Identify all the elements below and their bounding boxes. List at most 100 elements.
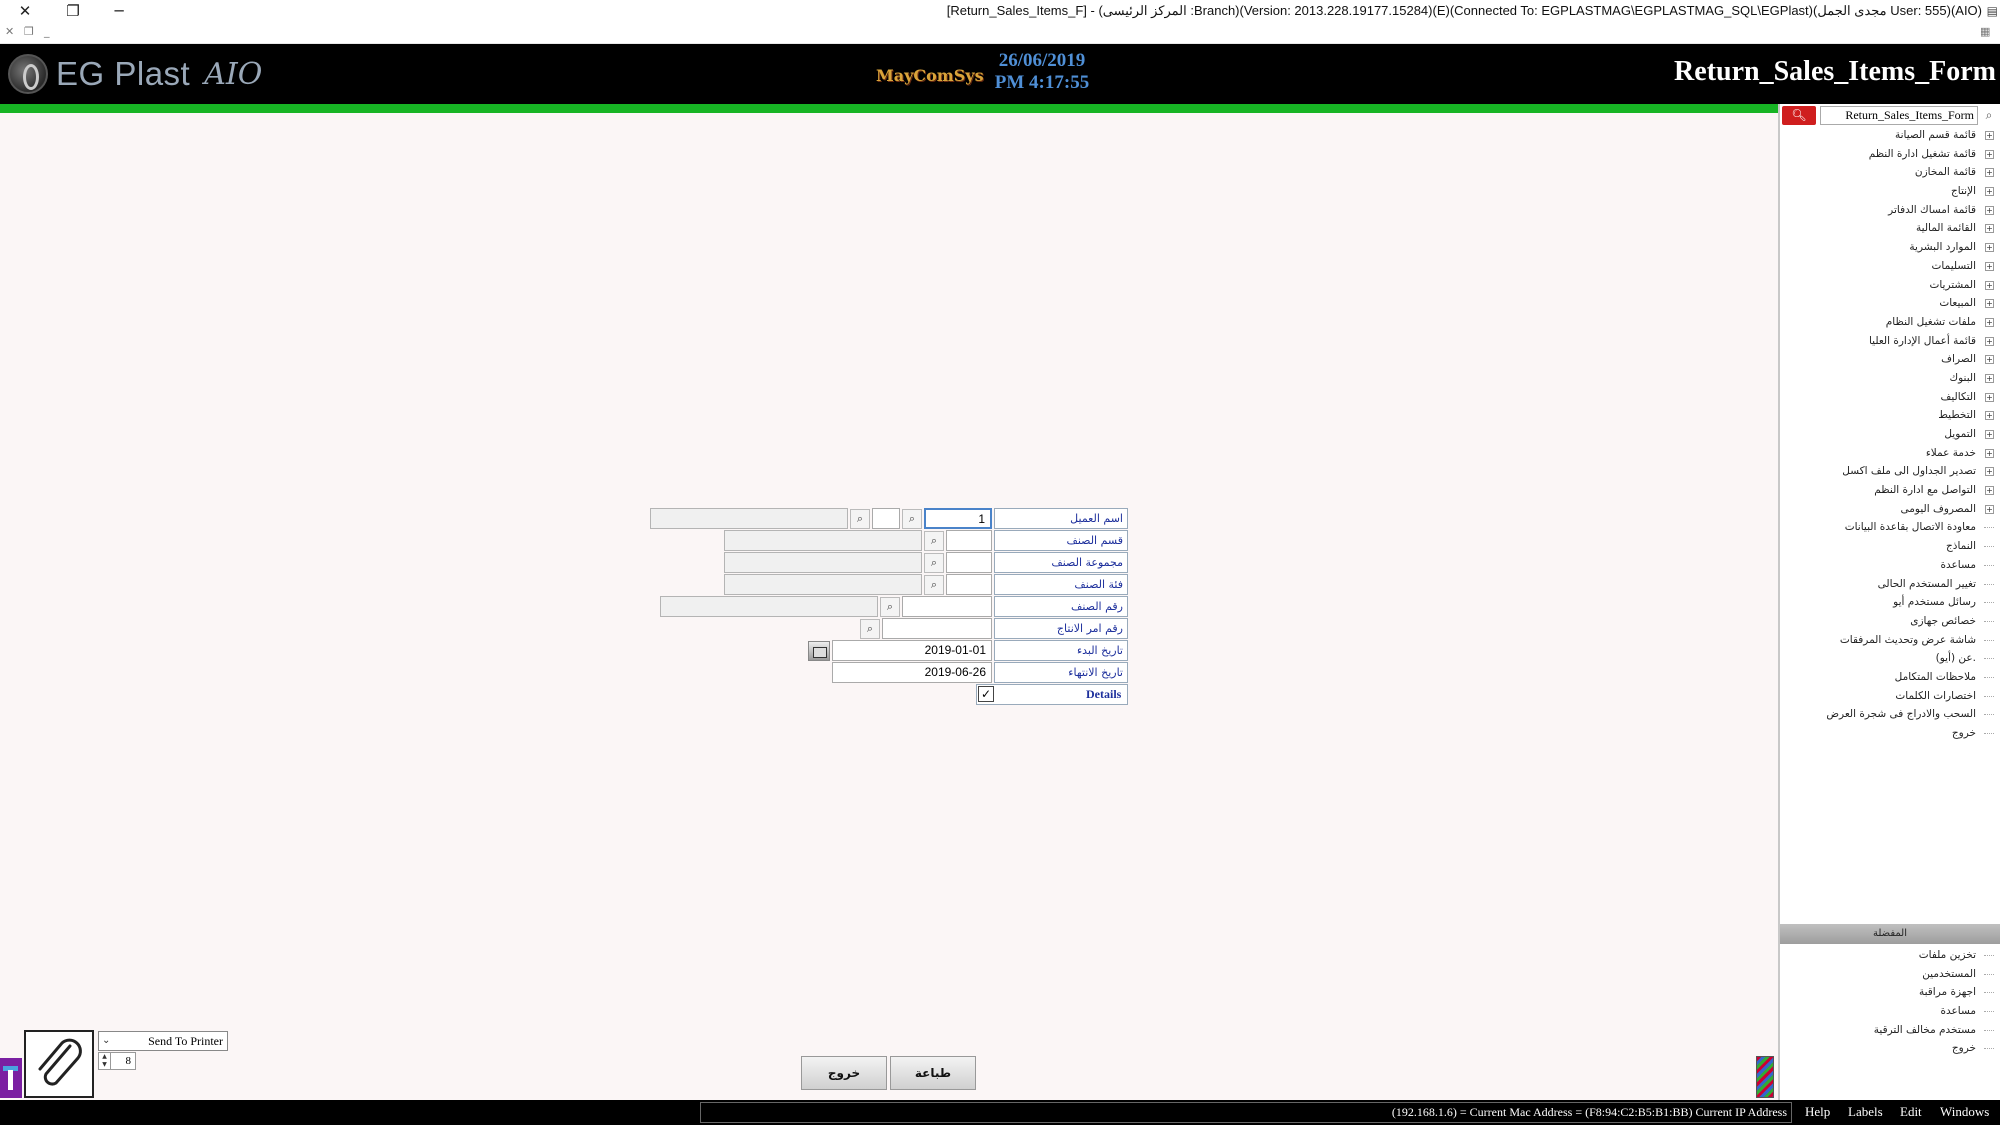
menu-tree-item[interactable]: السحب والادراج فى شجرة العرض xyxy=(1780,705,1998,724)
menu-tree-item[interactable]: الصراف+ xyxy=(1780,350,1998,369)
copies-stepper[interactable]: ▲▼ 8 xyxy=(98,1052,136,1070)
menu-help[interactable]: Help xyxy=(1805,1104,1831,1119)
item-group-code-input[interactable] xyxy=(946,552,992,573)
mdi-restore-icon[interactable]: ❐ xyxy=(24,25,34,38)
item-category-lookup-button[interactable]: ⌕ xyxy=(924,575,944,595)
menu-search-input[interactable] xyxy=(1820,106,1978,125)
end-date-input[interactable]: 2019-06-26 xyxy=(832,662,992,683)
expand-icon[interactable]: + xyxy=(1985,411,1994,421)
expand-icon[interactable]: + xyxy=(1985,187,1994,197)
attachment-button[interactable] xyxy=(24,1030,94,1098)
menu-tree-item[interactable]: المصروف اليومى+ xyxy=(1780,500,1998,519)
menu-labels[interactable]: Labels xyxy=(1848,1104,1883,1119)
favorites-item[interactable]: مستخدم مخالف الترقية xyxy=(1780,1021,1998,1040)
menu-tree-item[interactable]: معاودة الاتصال بقاعدة البيانات xyxy=(1780,518,1998,537)
menu-tree-item[interactable]: التخطيط+ xyxy=(1780,406,1998,425)
expand-icon[interactable]: + xyxy=(1985,504,1994,514)
expand-icon[interactable]: + xyxy=(1985,317,1994,327)
exit-button[interactable]: خروج xyxy=(801,1056,887,1090)
expand-icon[interactable]: + xyxy=(1985,373,1994,383)
mdi-minimize-icon[interactable]: _ xyxy=(44,25,50,38)
expand-icon[interactable]: + xyxy=(1985,486,1994,496)
expand-icon[interactable]: + xyxy=(1985,149,1994,159)
expand-icon[interactable]: + xyxy=(1985,205,1994,215)
menu-tree-item[interactable]: تغيير المستخدم الحالى xyxy=(1780,575,1998,594)
menu-tree-item[interactable]: التواصل مع ادارة النظم+ xyxy=(1780,481,1998,500)
expand-icon[interactable]: + xyxy=(1985,299,1994,309)
production-order-lookup-button[interactable]: ⌕ xyxy=(860,619,880,639)
menu-tree-item[interactable]: المشتريات+ xyxy=(1780,276,1998,295)
item-section-code-input[interactable] xyxy=(946,530,992,551)
item-section-lookup-button[interactable]: ⌕ xyxy=(924,531,944,551)
item-number-input[interactable] xyxy=(902,596,992,617)
expand-icon[interactable]: + xyxy=(1985,448,1994,458)
menu-tree-item[interactable]: خدمة عملاء+ xyxy=(1780,444,1998,463)
expand-icon[interactable]: + xyxy=(1985,168,1994,178)
menu-tree-item[interactable]: المبيعات+ xyxy=(1780,294,1998,313)
customer-extra-input[interactable] xyxy=(872,508,900,529)
expand-icon[interactable]: + xyxy=(1985,131,1994,140)
window-restore-button[interactable]: ❐ xyxy=(50,0,96,22)
customer-lookup-button-2[interactable]: ⌕ xyxy=(850,509,870,529)
menu-tree-item[interactable]: خصائص جهازى xyxy=(1780,612,1998,631)
item-group-lookup-button[interactable]: ⌕ xyxy=(924,553,944,573)
magnifier-icon: ⌕ xyxy=(886,600,894,613)
menu-tree-item[interactable]: التكاليف+ xyxy=(1780,388,1998,407)
start-date-input[interactable]: 2019-01-01 xyxy=(832,640,992,661)
search-go-icon[interactable]: ⌕ xyxy=(1985,108,1993,122)
favorites-item[interactable]: اجهزة مراقبة xyxy=(1780,983,1998,1002)
customer-lookup-button[interactable]: ⌕ xyxy=(902,509,922,529)
menu-tree-item[interactable]: مساعدة xyxy=(1780,556,1998,575)
favorites-item[interactable]: مساعدة xyxy=(1780,1002,1998,1021)
menu-tree-item-label: قائمة قسم الصيانة xyxy=(1894,129,1976,141)
menu-tree-item[interactable]: تصدير الجداول الى ملف اكسل+ xyxy=(1780,462,1998,481)
expand-icon[interactable]: + xyxy=(1985,280,1994,290)
expand-icon[interactable]: + xyxy=(1985,243,1994,253)
item-category-code-input[interactable] xyxy=(946,574,992,595)
menu-tree-item[interactable]: رسائل مستخدم أيو xyxy=(1780,593,1998,612)
production-order-input[interactable] xyxy=(882,618,992,639)
customer-code-input[interactable]: 1 xyxy=(924,508,992,529)
expand-icon[interactable]: + xyxy=(1985,430,1994,439)
menu-tree-item[interactable]: الإنتاج+ xyxy=(1780,182,1998,201)
item-number-lookup-button[interactable]: ⌕ xyxy=(880,597,900,617)
output-destination-select[interactable]: ⌄ Send To Printer xyxy=(98,1031,228,1051)
menu-tree-item[interactable]: قائمة قسم الصيانة + xyxy=(1780,126,1998,145)
favorites-item[interactable]: المستخدمين xyxy=(1780,965,1998,984)
menu-tree-item[interactable]: ملفات تشغيل النظام+ xyxy=(1780,313,1998,332)
expand-icon[interactable]: + xyxy=(1985,467,1994,477)
menu-tree-item[interactable]: الموارد البشرية+ xyxy=(1780,238,1998,257)
details-checkbox[interactable]: ✓ xyxy=(978,686,994,702)
favorites-item[interactable]: تخزين ملفات xyxy=(1780,946,1998,965)
menu-tree-item[interactable]: قائمة امساك الدفاتر+ xyxy=(1780,201,1998,220)
menu-tree-item[interactable]: قائمة تشغيل ادارة النظم+ xyxy=(1780,145,1998,164)
menu-tree-item[interactable]: التسليمات+ xyxy=(1780,257,1998,276)
calendar-icon[interactable] xyxy=(808,641,830,661)
expand-icon[interactable]: + xyxy=(1985,392,1994,402)
menu-tree-item[interactable]: شاشة عرض وتحديث المرفقات xyxy=(1780,631,1998,650)
menu-edit[interactable]: Edit xyxy=(1900,1104,1922,1119)
window-close-button[interactable]: ✕ xyxy=(2,0,48,22)
spinner-arrows-icon[interactable]: ▲▼ xyxy=(99,1053,111,1069)
expand-icon[interactable]: + xyxy=(1985,336,1994,346)
expand-icon[interactable]: + xyxy=(1985,261,1994,271)
expand-icon[interactable]: + xyxy=(1985,355,1994,365)
favorites-item[interactable]: خروج xyxy=(1780,1039,1998,1058)
menu-windows[interactable]: Windows xyxy=(1940,1104,1990,1119)
window-minimize-button[interactable]: ─ xyxy=(96,0,142,22)
menu-tree-item[interactable]: البنوك+ xyxy=(1780,369,1998,388)
menu-tree-item[interactable]: النماذج xyxy=(1780,537,1998,556)
menu-tree-item[interactable]: التمويل+ xyxy=(1780,425,1998,444)
print-button[interactable]: طباعة xyxy=(890,1056,976,1090)
expand-icon[interactable]: + xyxy=(1985,224,1994,234)
menu-tree-item[interactable]: عن (أيو). xyxy=(1780,649,1998,668)
menu-tree-item[interactable]: خروج xyxy=(1780,724,1998,743)
side-tab-icon[interactable] xyxy=(0,1058,22,1098)
menu-tree-item[interactable]: قائمة أعمال الإدارة العليا+ xyxy=(1780,332,1998,351)
menu-tree-item[interactable]: القائمة المالية+ xyxy=(1780,219,1998,238)
search-button[interactable]: 🔍︎ xyxy=(1782,106,1816,125)
menu-tree-item[interactable]: قائمة المخازن+ xyxy=(1780,163,1998,182)
menu-tree-item[interactable]: اختصارات الكلمات xyxy=(1780,687,1998,706)
menu-tree-item[interactable]: ملاحظات المتكامل xyxy=(1780,668,1998,687)
mdi-close-icon[interactable]: ✕ xyxy=(5,25,15,38)
